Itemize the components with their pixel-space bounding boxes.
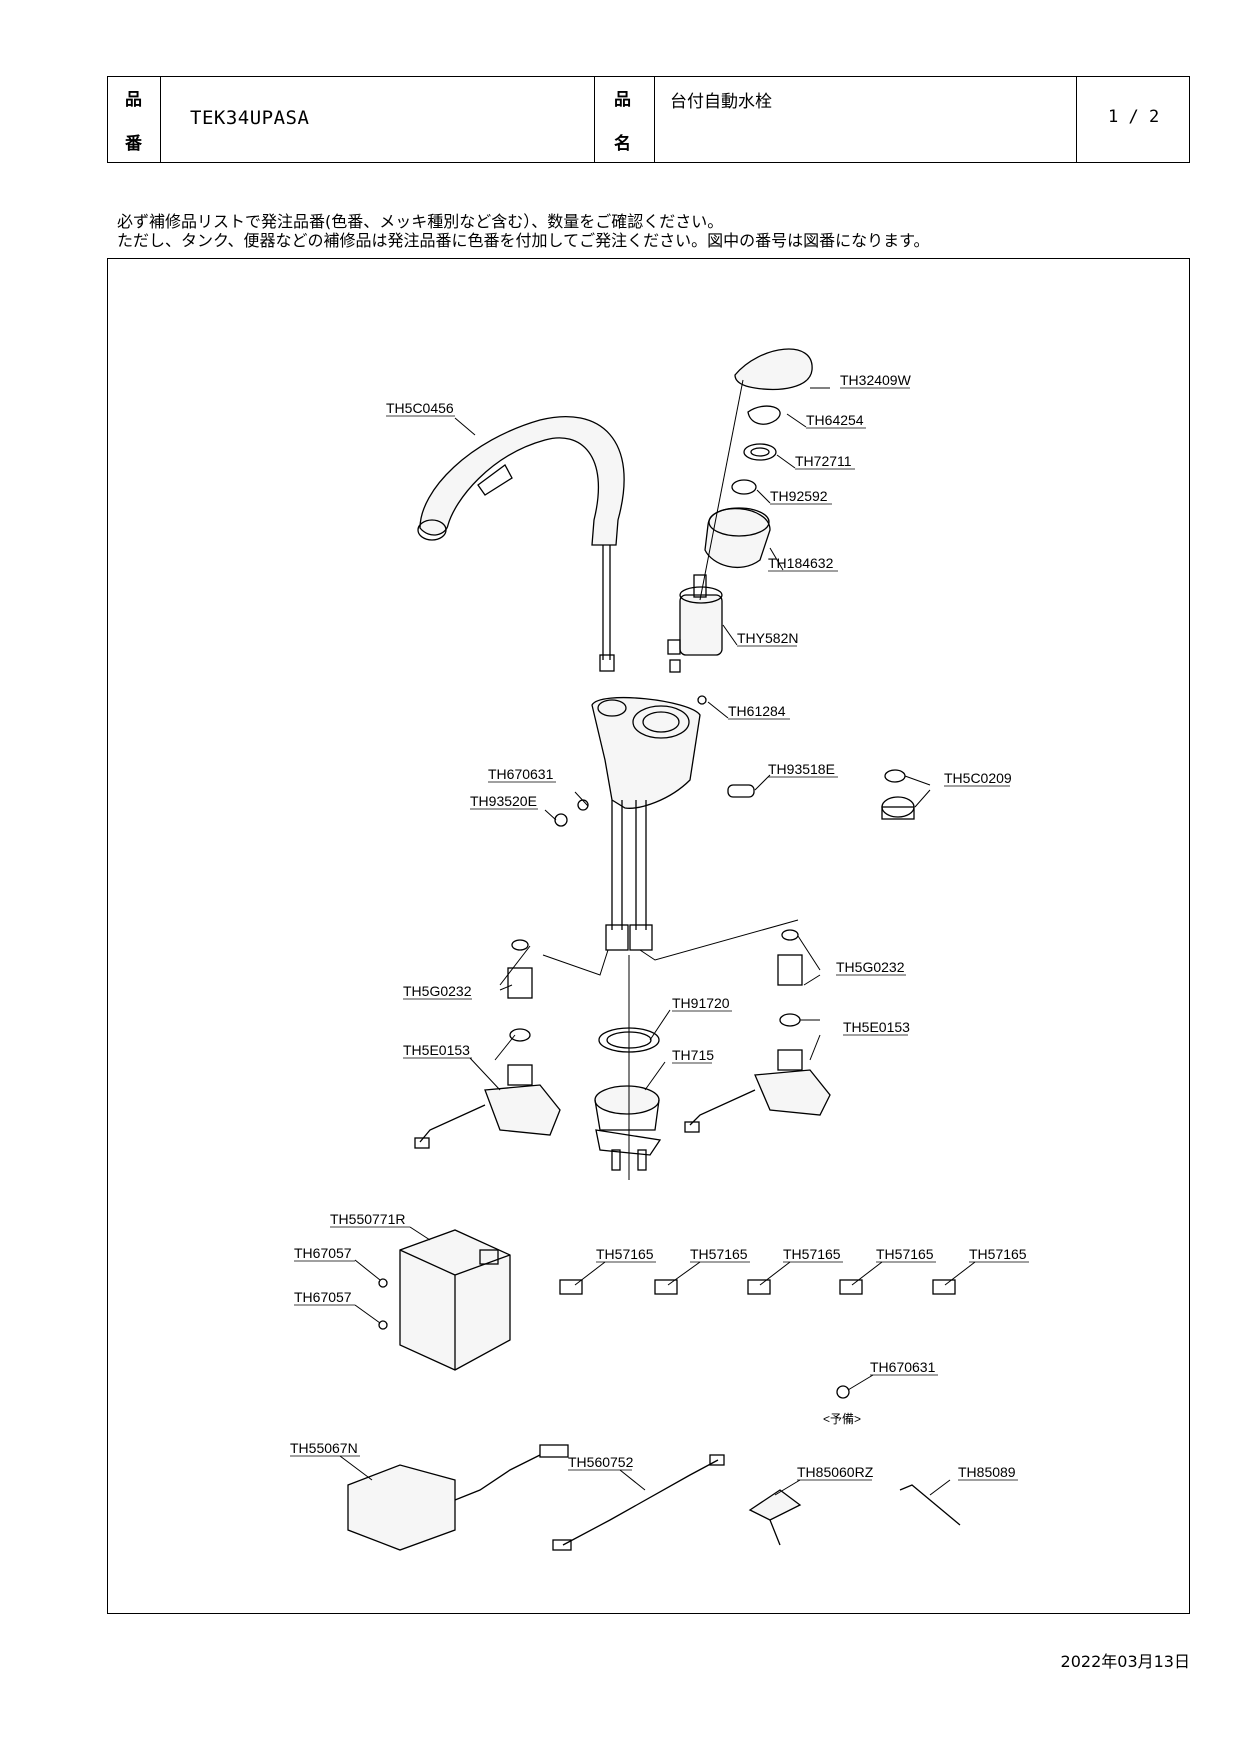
- label-gasket-right: TH5G0232: [836, 959, 905, 975]
- body-shape: [591, 696, 701, 809]
- label-check-left: TH5E0153: [403, 1042, 470, 1058]
- spout-shape: [419, 416, 625, 546]
- label-clip-5: TH57165: [969, 1246, 1027, 1262]
- title-block: 品 番 TEK34UPASA 品 名 台付自動水栓 1 / 2: [107, 76, 1190, 163]
- label-aerator: TH5C0209: [944, 770, 1012, 786]
- divider: [654, 77, 655, 162]
- label-cover: TH184632: [768, 555, 834, 571]
- label-ring1: TH72711: [795, 453, 852, 469]
- label-gasket-left: TH5G0232: [403, 983, 472, 999]
- diagram-frame: [107, 258, 1190, 1614]
- label-clip-1: TH57165: [596, 1246, 654, 1262]
- label-key: TH85060RZ: [797, 1464, 874, 1480]
- divider: [1076, 77, 1077, 162]
- label-cap: TH92592: [770, 488, 828, 504]
- label-cable: TH560752: [568, 1454, 634, 1470]
- label-clip: TH64254: [806, 412, 864, 428]
- handle-shape: [734, 348, 813, 391]
- label-plug2: TH93520E: [470, 793, 537, 809]
- label-packing: TH91720: [672, 995, 730, 1011]
- issue-date: 2022年03月13日: [1060, 1652, 1190, 1671]
- label-cartridge: THY582N: [737, 630, 798, 646]
- label-spare-plug: TH670631: [870, 1359, 936, 1375]
- page-indicator: 1 / 2: [1108, 107, 1160, 127]
- label-spout: TH5C0456: [386, 400, 454, 416]
- label-hin2: 品: [614, 90, 631, 110]
- label-hex-wrench: TH85089: [958, 1464, 1016, 1480]
- label-check-right: TH5E0153: [843, 1019, 910, 1035]
- label-screw-b: TH67057: [294, 1289, 352, 1305]
- label-ban: 番: [125, 134, 142, 154]
- label-clip-3: TH57165: [783, 1246, 841, 1262]
- label-controller: TH550771R: [330, 1211, 406, 1227]
- note-line-1: 必ず補修品リストで発注品番(色番、メッキ種別など含む）、数量をご確認ください。: [117, 212, 724, 231]
- part-number: TEK34UPASA: [190, 107, 310, 129]
- label-hin: 品: [125, 90, 142, 110]
- divider: [160, 77, 161, 162]
- label-screw-a: TH67057: [294, 1245, 352, 1261]
- label-plug1: TH670631: [488, 766, 554, 782]
- label-clip-4: TH57165: [876, 1246, 934, 1262]
- spare-note: <予備>: [823, 1411, 861, 1426]
- label-plate: TH93518E: [768, 761, 835, 777]
- label-clip-2: TH57165: [690, 1246, 748, 1262]
- divider: [594, 77, 595, 162]
- label-screw1: TH61284: [728, 703, 786, 719]
- product-name: 台付自動水栓: [670, 92, 772, 112]
- note-line-2: ただし、タンク、便器などの補修品は発注品番に色番を付加してご発注ください。図中の…: [117, 231, 930, 250]
- label-handle: TH32409W: [840, 372, 912, 388]
- label-mei: 名: [614, 134, 631, 154]
- label-adapter: TH55067N: [290, 1440, 358, 1456]
- label-mount: TH715: [672, 1047, 714, 1063]
